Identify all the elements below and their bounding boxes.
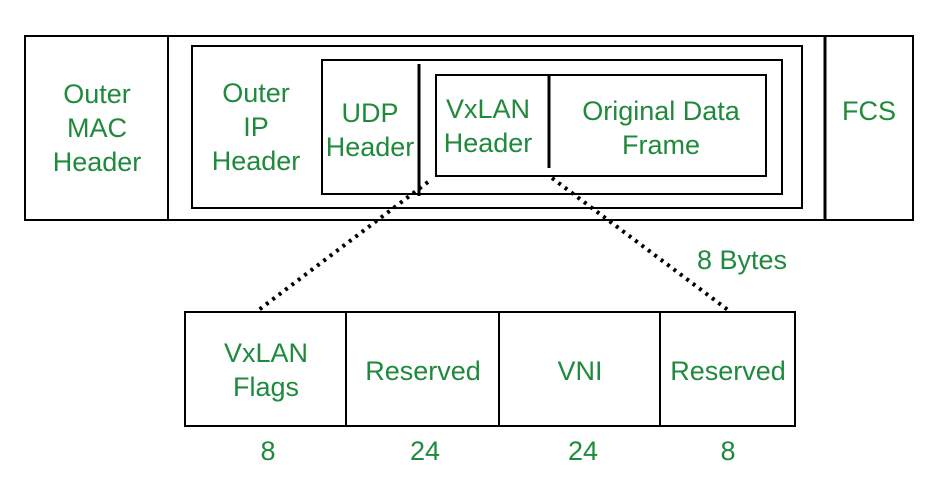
outer-mac-header-label: Outer MAC Header	[52, 79, 142, 177]
outer-ip-box	[191, 45, 803, 209]
expansion-line-left	[254, 180, 430, 314]
size-caption: 8 Bytes	[696, 245, 788, 275]
field-bits-vxlan-flags: 8	[260, 436, 276, 466]
vxlan-header-label: VxLAN Header	[443, 94, 533, 158]
original-data-frame-label: Original Data Frame	[582, 96, 740, 160]
udp-box	[321, 59, 783, 195]
field-label-reserved-1: Reserved	[365, 356, 481, 386]
field-label-vxlan-flags: VxLAN Flags	[223, 338, 309, 402]
vxlan-box	[435, 74, 767, 177]
vxlan-header-detail-box	[184, 311, 796, 427]
outer-ip-header-label: Outer IP Header	[211, 78, 301, 176]
field-label-reserved-2: Reserved	[670, 356, 786, 386]
field-bits-reserved-1: 24	[409, 436, 441, 466]
udp-header-label: UDP Header	[325, 98, 415, 162]
field-bits-vni: 24	[567, 436, 599, 466]
field-label-vni: VNI	[557, 356, 603, 386]
fcs-label: FCS	[842, 96, 896, 126]
outer-frame-box	[24, 35, 914, 221]
field-bits-reserved-2: 8	[720, 436, 736, 466]
